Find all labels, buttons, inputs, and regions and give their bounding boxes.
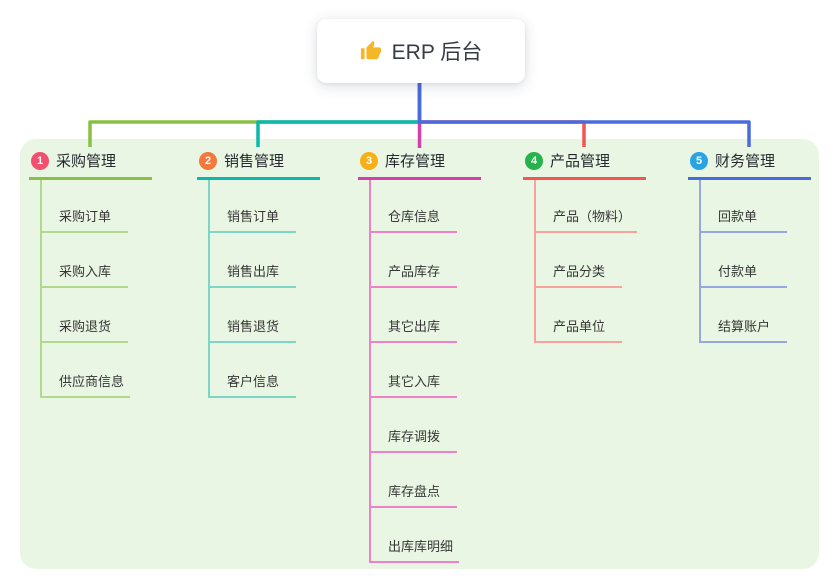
connector-branch-4: [417, 83, 586, 147]
child-node[interactable]: 产品（物料）: [536, 206, 638, 233]
child-row: 其它出库: [371, 288, 459, 343]
branch-title: 财务管理: [715, 153, 776, 170]
child-node[interactable]: 采购退货: [42, 316, 128, 343]
child-node[interactable]: 销售退货: [210, 316, 296, 343]
branch-header[interactable]: 1 采购管理: [29, 150, 152, 180]
branch-children: 销售订单销售出库销售退货客户信息: [208, 180, 296, 398]
branch-children: 回款单付款单结算账户: [699, 180, 787, 343]
branch-header[interactable]: 3 库存管理: [358, 150, 481, 180]
child-row: 产品单位: [536, 288, 637, 343]
child-node[interactable]: 回款单: [701, 206, 787, 233]
branch-number-badge: 2: [199, 151, 217, 170]
branch-number-badge: 1: [31, 151, 49, 170]
branch-header[interactable]: 4 产品管理: [523, 150, 646, 180]
child-node[interactable]: 其它入库: [371, 371, 457, 398]
child-row: 出库库明细: [371, 508, 460, 563]
root-node[interactable]: ERP 后台: [317, 19, 525, 83]
child-row: 其它入库: [371, 343, 459, 398]
branch-title: 库存管理: [385, 153, 446, 170]
branch-title: 销售管理: [224, 153, 285, 170]
child-node[interactable]: 产品单位: [536, 316, 622, 343]
child-node[interactable]: 结算账户: [701, 316, 787, 343]
branch-children: 产品（物料） 产品分类产品单位: [534, 180, 638, 343]
child-row: 产品分类: [536, 233, 637, 288]
thumbs-up-icon: [360, 40, 381, 60]
child-row: 销售出库: [210, 233, 296, 288]
connector-branch-2: [256, 83, 422, 147]
child-row: 供应商信息: [42, 343, 131, 398]
child-node[interactable]: 销售出库: [210, 261, 296, 288]
child-row: 客户信息: [210, 343, 296, 398]
child-node[interactable]: 库存盘点: [371, 481, 457, 508]
child-node[interactable]: 付款单: [701, 261, 787, 288]
child-row: 回款单: [701, 180, 787, 233]
child-row: 付款单: [701, 233, 787, 288]
child-row: 产品（物料）: [536, 180, 638, 233]
child-node[interactable]: 库存调拨: [371, 426, 457, 453]
branch-header[interactable]: 5 财务管理: [688, 150, 811, 180]
child-node[interactable]: 仓库信息: [371, 206, 457, 233]
branch-title: 产品管理: [550, 153, 611, 170]
child-row: 销售订单: [210, 180, 296, 233]
branch-number-badge: 4: [525, 151, 543, 170]
child-node[interactable]: 产品分类: [536, 261, 622, 288]
branch-sales-management: 2 销售管理 销售订单销售出库销售退货客户信息: [197, 150, 320, 398]
child-node[interactable]: 采购入库: [42, 261, 128, 288]
branch-title: 采购管理: [56, 153, 117, 170]
child-row: 库存调拨: [371, 398, 459, 453]
child-row: 销售退货: [210, 288, 296, 343]
child-node[interactable]: 产品库存: [371, 261, 457, 288]
connector-branch-5: [417, 83, 751, 147]
child-row: 产品库存: [371, 233, 459, 288]
child-node[interactable]: 采购订单: [42, 206, 128, 233]
child-row: 仓库信息: [371, 180, 459, 233]
connector-branch-1: [88, 83, 422, 147]
branch-header[interactable]: 2 销售管理: [197, 150, 320, 180]
branch-finance-management: 5 财务管理 回款单付款单结算账户: [688, 150, 811, 343]
child-row: 库存盘点: [371, 453, 459, 508]
child-node[interactable]: 供应商信息: [42, 371, 131, 398]
child-node[interactable]: 出库库明细: [371, 536, 460, 563]
child-row: 采购入库: [42, 233, 130, 288]
child-row: 采购退货: [42, 288, 130, 343]
branch-product-management: 4 产品管理 产品（物料） 产品分类产品单位: [523, 150, 646, 343]
branch-children: 仓库信息产品库存其它出库其它入库库存调拨库存盘点出库库明细: [369, 180, 460, 563]
root-title: ERP 后台: [391, 41, 483, 64]
branch-inventory-management: 3 库存管理 仓库信息产品库存其它出库其它入库库存调拨库存盘点出库库明细: [358, 150, 481, 563]
branch-number-badge: 3: [360, 151, 378, 170]
child-node[interactable]: 其它出库: [371, 316, 457, 343]
branch-number-badge: 5: [690, 151, 708, 170]
child-row: 采购订单: [42, 180, 130, 233]
mindmap-panel: [20, 139, 819, 569]
branch-children: 采购订单采购入库采购退货供应商信息: [40, 180, 131, 398]
branch-purchase-management: 1 采购管理 采购订单采购入库采购退货供应商信息: [29, 150, 152, 398]
child-row: 结算账户: [701, 288, 787, 343]
child-node[interactable]: 客户信息: [210, 371, 296, 398]
child-node[interactable]: 销售订单: [210, 206, 296, 233]
